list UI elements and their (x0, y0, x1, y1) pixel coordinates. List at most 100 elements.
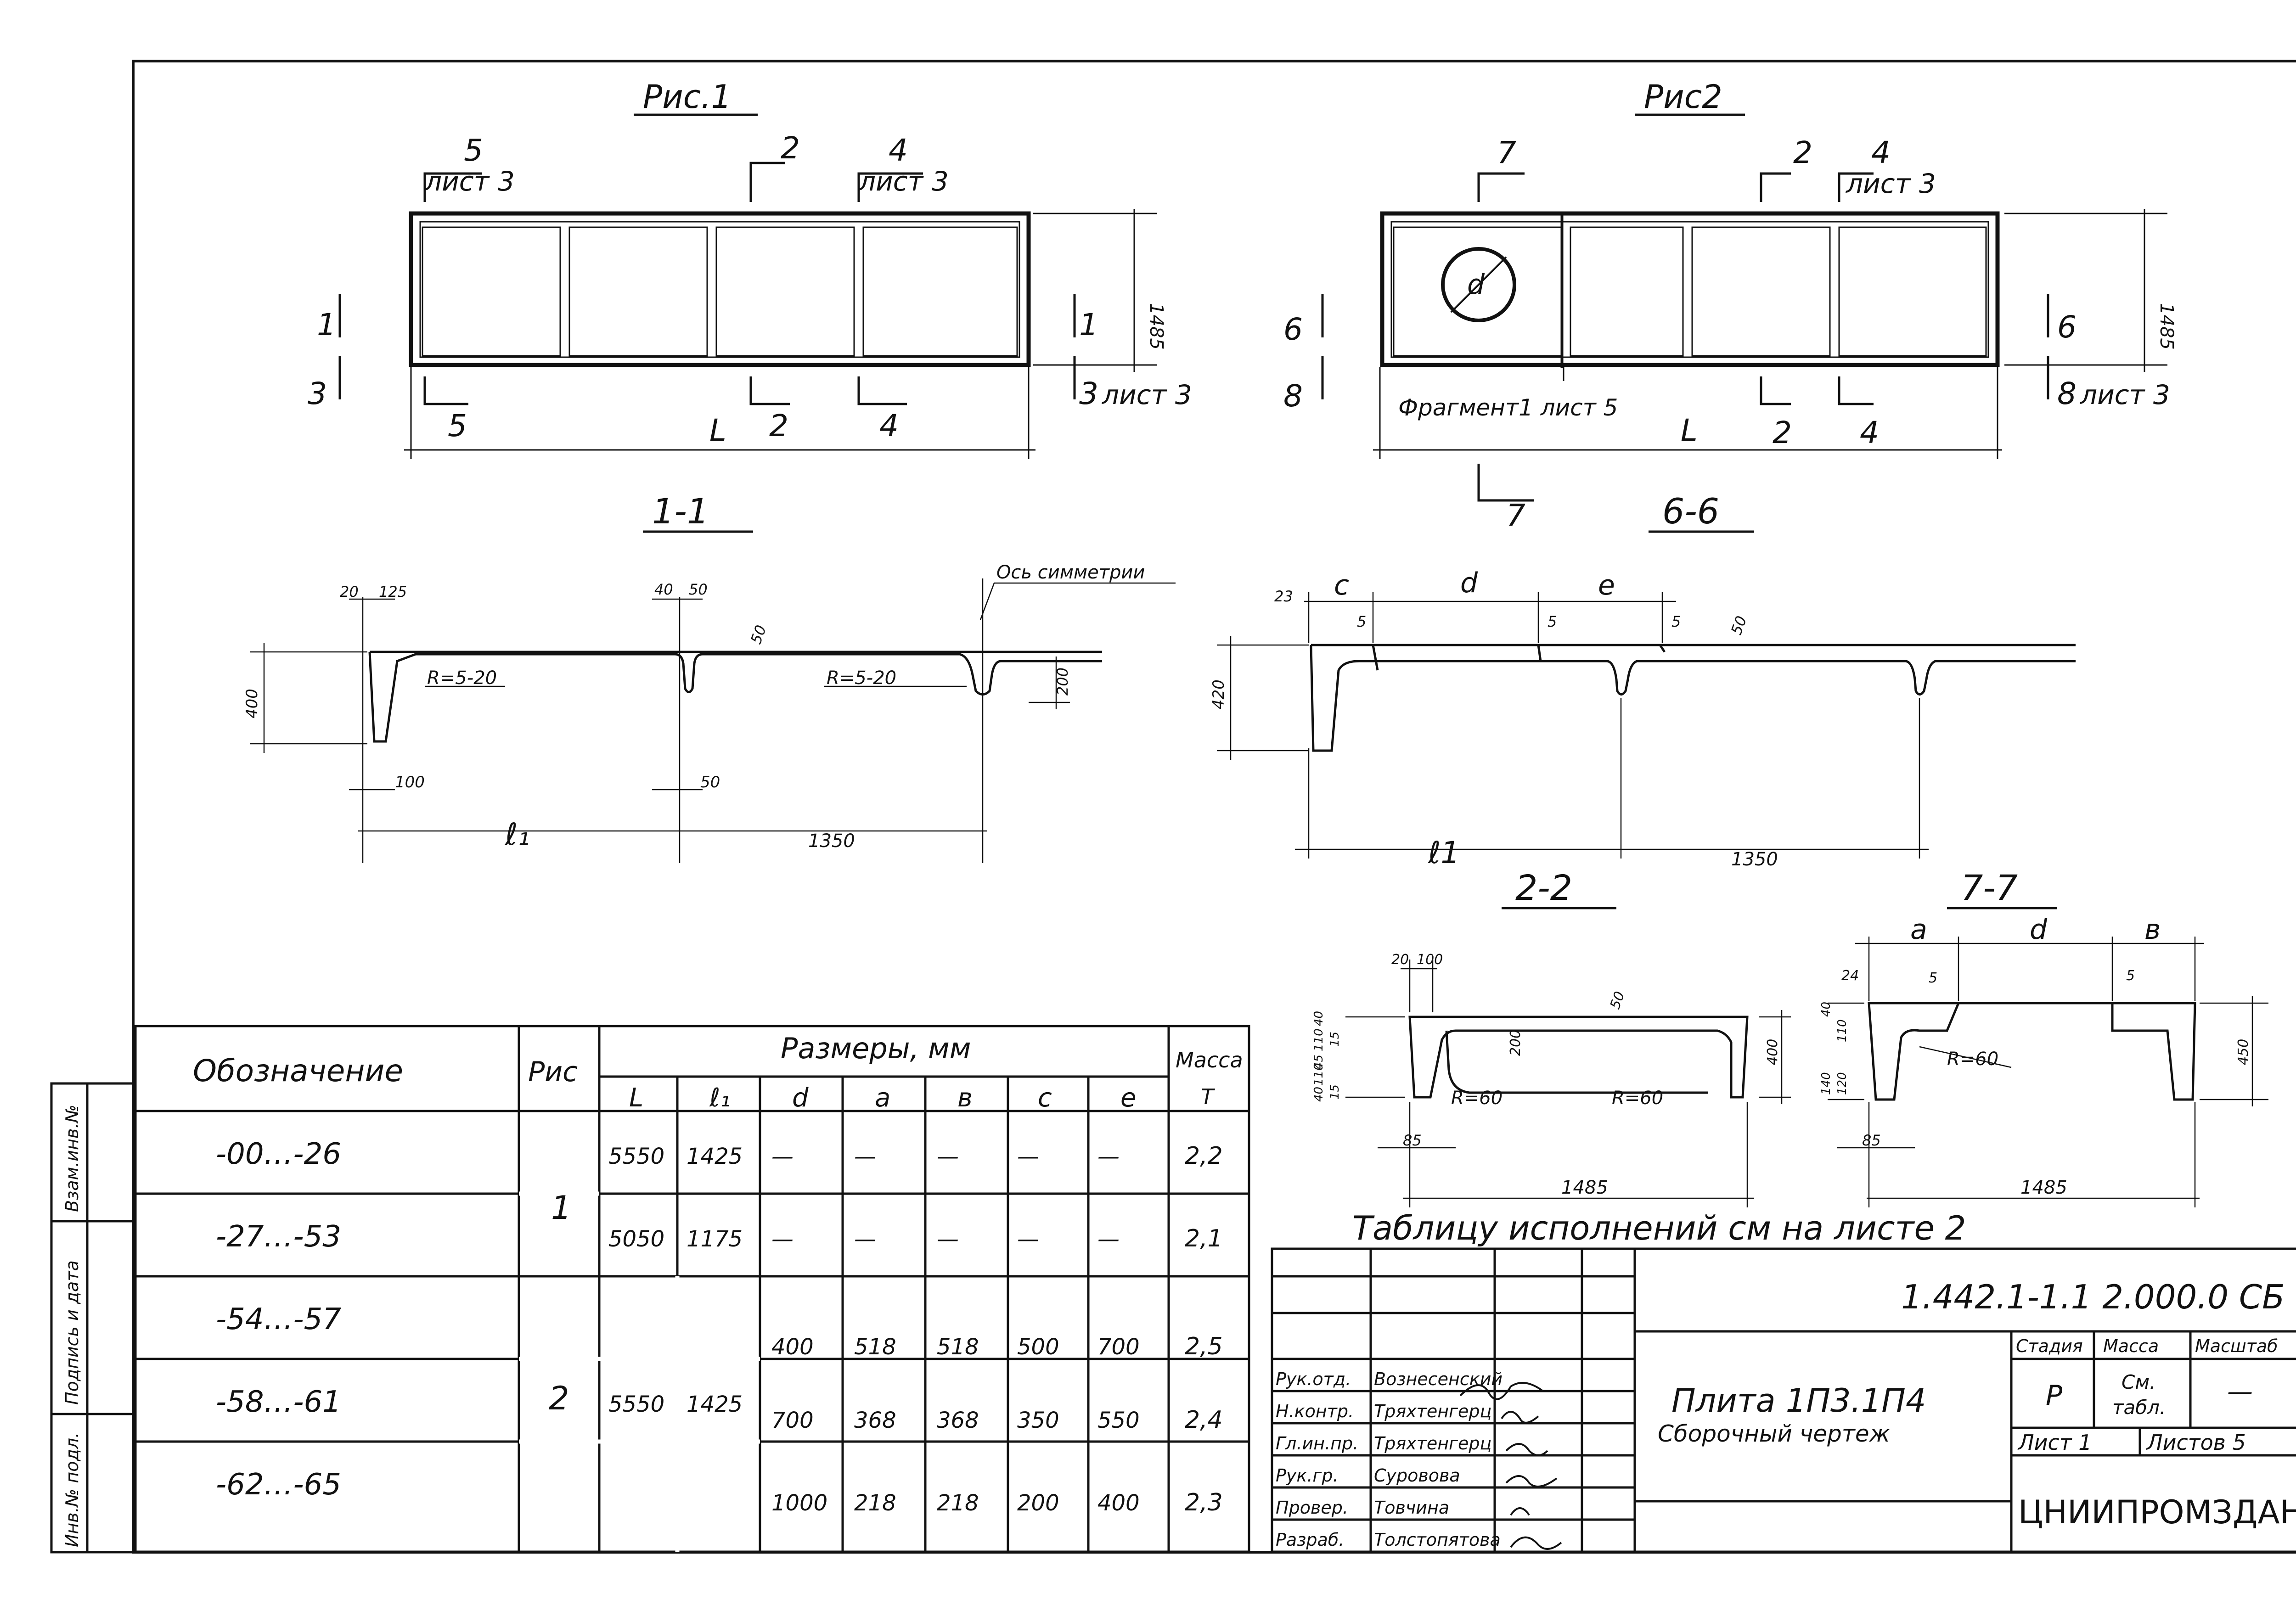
table-cell-designation: -62…-65 (216, 1468, 341, 1502)
fig2-fragment-label: Фрагмент1 лист 5 (1398, 394, 1618, 421)
role-title: Провер. (1276, 1498, 1348, 1518)
s11-d125: 125 (379, 583, 407, 600)
fig2-cut4-top: 4 (1871, 135, 1891, 170)
table-subhead: L (629, 1083, 643, 1113)
section-1-1: 1-1 20 125 40 50 Ось симметри (243, 491, 1176, 863)
table-cell-d: 400 (771, 1334, 814, 1360)
fig2-cut4-bottom: 4 (1860, 415, 1879, 450)
s22-h400: 400 (1765, 1039, 1781, 1065)
s11-d1350: 1350 (808, 831, 855, 852)
section-7-7: 7-7 a d в 24 5 5 40 110 (1819, 867, 2268, 1207)
mass-value-1: См. (2122, 1371, 2155, 1393)
fig1-list3-c: лист 3 (1102, 379, 1192, 410)
s77-d: d (2030, 914, 2048, 946)
table-cell-designation: -54…-57 (216, 1302, 341, 1336)
table-cell-mass: 2,5 (1185, 1333, 1223, 1360)
s66-d1350: 1350 (1731, 849, 1778, 870)
table-cell-L: 5550 (608, 1144, 664, 1169)
s66-d50: 50 (1728, 613, 1750, 637)
s22-d50: 50 (1607, 989, 1628, 1011)
table-head-dims: Размеры, мм (781, 1032, 971, 1065)
table-cell-designation: -00…-26 (216, 1137, 341, 1171)
s77-h450: 450 (2235, 1039, 2251, 1065)
s11-r1: R=5-20 (427, 668, 497, 689)
s11-d50b: 50 (747, 623, 770, 646)
figure-2: Рис2 (1283, 78, 2177, 533)
fig2-cut6-left: 6 (1283, 312, 1303, 347)
table-subhead: d (792, 1083, 809, 1113)
fig1-dim-1485: 1485 (1146, 303, 1167, 350)
signatures (1459, 1382, 1562, 1550)
table-cell-l1: 1425 (687, 1392, 743, 1417)
role-name: Толстопятова (1374, 1530, 1501, 1550)
side-stamp-sign-date: Подпись и дата (62, 1260, 82, 1405)
s66-five2: 5 (1548, 613, 1557, 630)
s22-d1485: 1485 (1561, 1177, 1608, 1198)
table-cell-mass: 2,4 (1185, 1406, 1223, 1434)
table-subhead: в (957, 1083, 973, 1113)
section-2-2: 2-2 20 100 50 40 110 45 15 40 110 (1312, 867, 1791, 1207)
table-cell-e: 400 (1097, 1490, 1140, 1516)
table-cell-a: 518 (854, 1334, 896, 1360)
table-cell-d: 700 (771, 1408, 814, 1433)
s11-h400: 400 (243, 689, 261, 718)
table-fig-group-2: 2 (549, 1380, 569, 1417)
mass-value-2: табл. (2112, 1396, 2166, 1419)
fig1-list3-a: лист 3 (424, 166, 515, 197)
table-cell-e: 700 (1097, 1334, 1140, 1360)
s22-title: 2-2 (1515, 867, 1572, 908)
table-cell-c: — (1017, 1144, 1039, 1169)
fig2-cut7-bottom: 7 (1506, 498, 1525, 533)
role-name: Тряхтенгерц (1374, 1401, 1491, 1421)
sheet-label: Лист 1 (2017, 1430, 2092, 1455)
fig1-title: Рис.1 (643, 78, 732, 116)
s66-e: e (1598, 569, 1615, 601)
fig1-cut1-left: 1 (317, 307, 336, 342)
s66-title: 6-6 (1662, 491, 1719, 532)
table-cell-mass: 2,2 (1185, 1142, 1223, 1170)
table-cell-c: 500 (1017, 1334, 1059, 1360)
table-cell-a: — (854, 1226, 876, 1252)
s77-b: в (2144, 914, 2161, 946)
s22-h200: 200 (1508, 1030, 1524, 1056)
role-name: Тряхтенгерц (1374, 1433, 1491, 1453)
table-head-mass-unit: Т (1201, 1084, 1216, 1109)
table-head-fig: Рис (528, 1056, 578, 1088)
side-stamp (50, 1082, 135, 1554)
table-subhead: a (875, 1083, 890, 1113)
table-cell-e: — (1097, 1144, 1120, 1169)
s11-r2: R=5-20 (827, 668, 896, 689)
fig1-cut2-top: 2 (781, 130, 800, 166)
figure-1: Рис.1 (308, 78, 1192, 459)
fig2-dim-L: L (1681, 413, 1698, 448)
s22-v110: 110 (1312, 1028, 1326, 1051)
fig1-cut5-top: 5 (464, 133, 483, 168)
s77-d24: 24 (1841, 968, 1859, 984)
fig2-cut7-top: 7 (1497, 135, 1516, 170)
table-cell-l1: 1425 (687, 1144, 743, 1169)
table-subhead: c (1038, 1083, 1052, 1113)
table-cell-b: 518 (937, 1334, 979, 1360)
title-block-roles: Рук.отд.ВознесенскийН.контр.ТряхтенгерцГ… (1276, 1369, 1503, 1550)
table-cell-a: — (854, 1144, 876, 1169)
fig2-cut8-left: 8 (1283, 378, 1303, 414)
s22-v15a: 15 (1328, 1032, 1342, 1047)
table-cell-d: 1000 (771, 1490, 827, 1516)
s66-five3: 5 (1671, 613, 1681, 630)
s22-r60a: R=60 (1451, 1088, 1503, 1109)
role-name: Суровова (1374, 1465, 1460, 1486)
table-cell-designation: -27…-53 (216, 1220, 341, 1254)
fig1-cut5-bottom: 5 (448, 408, 467, 443)
sheet-frame (132, 60, 2296, 1554)
table-cell-mass: 2,3 (1185, 1489, 1223, 1516)
s11-d50a: 50 (689, 581, 708, 598)
s22-v40a: 40 (1312, 1011, 1326, 1026)
fig1-dim-L: L (709, 413, 726, 448)
s66-h420: 420 (1210, 679, 1228, 709)
role-title: Разраб. (1276, 1530, 1344, 1550)
fig1-cut1-right: 1 (1079, 307, 1098, 342)
table-cell-d: — (771, 1226, 793, 1252)
